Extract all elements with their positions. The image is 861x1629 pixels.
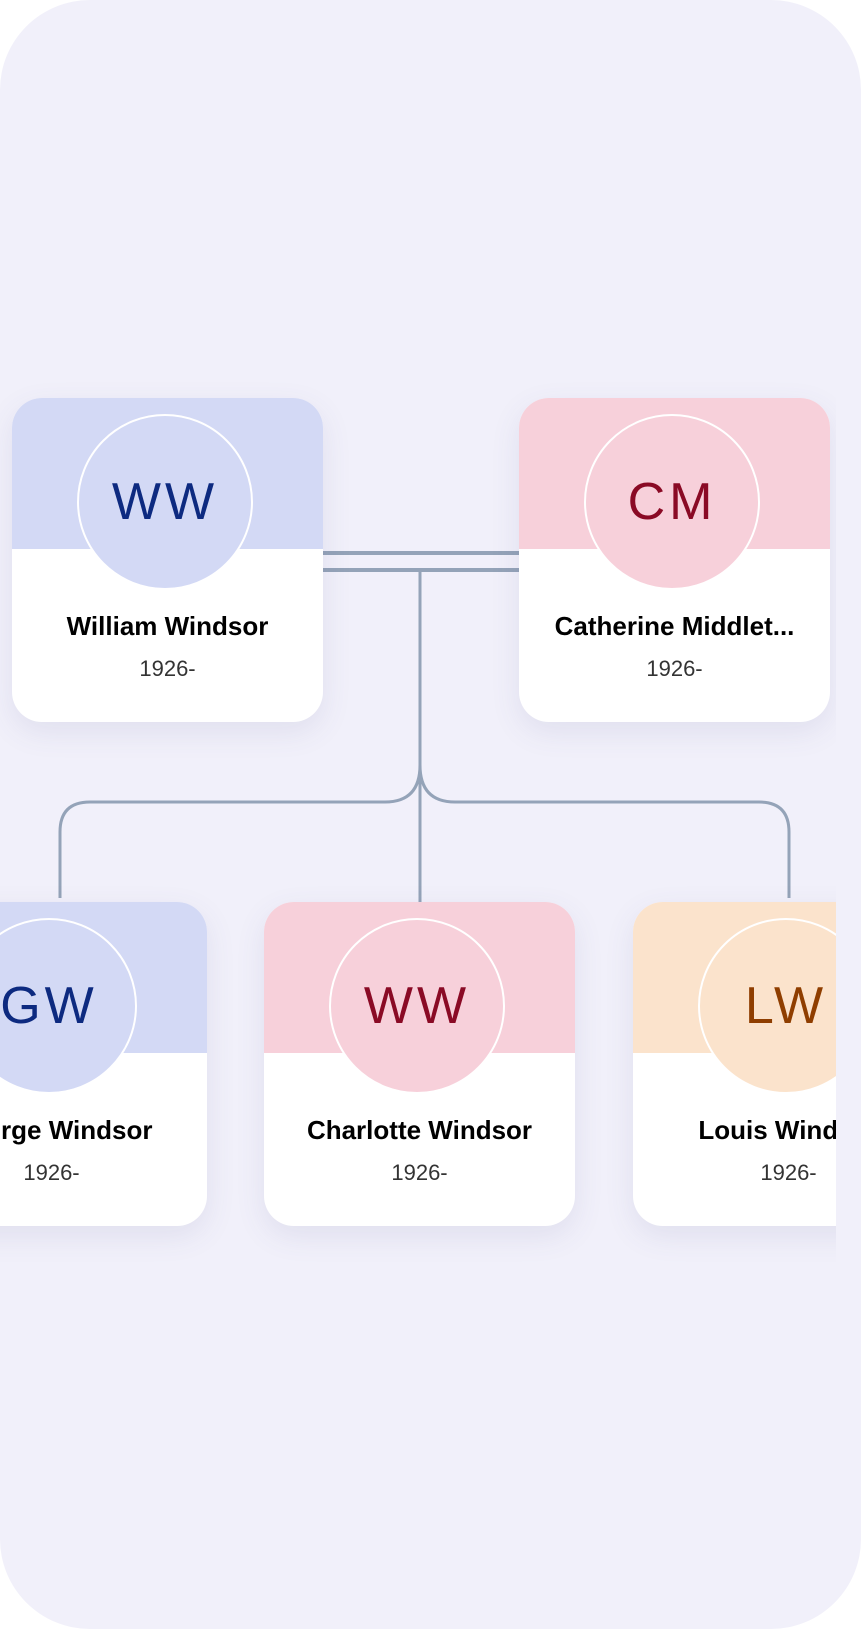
person-card-louis[interactable]: LW Louis Windsor 1926- [633, 902, 836, 1226]
person-years: 1926- [139, 656, 196, 681]
person-name: Charlotte Windsor [306, 1115, 533, 1145]
avatar: WW [329, 918, 505, 1094]
person-name: Louis Windsor [698, 1115, 836, 1145]
person-card-william[interactable]: WW William Windsor 1926- [12, 398, 323, 722]
person-card-catherine[interactable]: CM Catherine Middlet... 1926- [519, 398, 830, 722]
tree-viewport[interactable]: WW William Windsor 1926- CM Catherine Mi… [0, 0, 836, 1629]
avatar: GW [0, 918, 137, 1094]
person-name: George Windsor [0, 1115, 153, 1145]
person-years: 1926- [23, 1160, 80, 1185]
person-card-charlotte[interactable]: WW Charlotte Windsor 1926- [264, 902, 575, 1226]
person-years: 1926- [760, 1160, 817, 1185]
connector-lines [58, 551, 791, 902]
person-years: 1926- [391, 1160, 448, 1185]
branch-right [418, 764, 791, 898]
person-card-george[interactable]: GW George Windsor 1926- [0, 902, 207, 1226]
avatar: CM [584, 414, 760, 590]
avatar: LW [698, 918, 836, 1094]
person-name: Catherine Middlet... [554, 611, 795, 641]
branch-left [58, 764, 422, 898]
avatar: WW [77, 414, 253, 590]
person-name: William Windsor [66, 611, 269, 641]
person-years: 1926- [646, 656, 703, 681]
